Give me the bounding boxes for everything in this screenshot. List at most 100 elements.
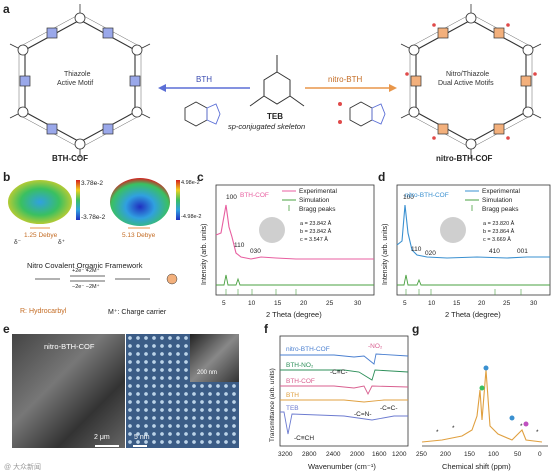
nitro-bth-unit-markers	[410, 27, 532, 135]
svg-text:5: 5	[403, 300, 407, 307]
svg-text:nitro-BTH-COF: nitro-BTH-COF	[286, 346, 330, 353]
svg-text:-NO₂: -NO₂	[368, 343, 383, 350]
bth-molecule	[184, 101, 221, 127]
esp-colorbar-right	[176, 180, 180, 220]
panel-label-a: a	[3, 2, 10, 16]
dipole-left: 1.25 Debye	[24, 232, 58, 239]
xtick: 15	[274, 300, 282, 307]
scale-bar-left	[95, 445, 119, 447]
sem-image	[12, 334, 125, 448]
xtick: 25	[326, 300, 334, 307]
peak-label: 410	[489, 248, 500, 255]
svg-text:1200: 1200	[392, 451, 407, 458]
panel-g-nmr-chart: ** ** 250 200 150 100 50 0 Chemical shif…	[416, 365, 548, 471]
esp-left-max: 3.78e-2	[81, 180, 104, 187]
svg-text:10: 10	[428, 300, 436, 307]
experimental-curve	[215, 204, 374, 260]
cell-parameters: a = 23.842 Å b = 23.842 Å c = 3.547 Å	[300, 220, 332, 243]
ftir-curves	[280, 353, 409, 435]
delta-plus: δ⁺	[58, 239, 66, 246]
x-ticks: 5 10 15 20 25 30	[403, 300, 538, 307]
teb-label: TEB	[267, 112, 283, 121]
svg-text:3200: 3200	[278, 451, 293, 458]
bth-cof-title: BTH-COF	[52, 154, 88, 163]
svg-text:BTH-COF: BTH-COF	[286, 378, 315, 385]
svg-text:-C≡CH: -C≡CH	[294, 435, 314, 442]
panel-label-c: c	[197, 170, 204, 184]
panel-c-xrd-chart: 5 10 15 20 25 30 100 110 030 2 Theta (de…	[201, 184, 375, 319]
panel-label-f: f	[264, 322, 268, 336]
svg-text:Experimental: Experimental	[482, 188, 520, 195]
arrow-to-nitro-bth-cof	[305, 84, 397, 92]
svg-text:2400: 2400	[326, 451, 341, 458]
scale-label-right: 5 nm	[134, 434, 150, 441]
cell-parameters: a = 23.820 Å b = 23.864 Å c = 3.669 Å	[483, 220, 515, 243]
watermark: @ 大众新闻	[4, 464, 42, 471]
panel-label-b: b	[3, 170, 11, 184]
panel-f-ftir-chart: nitro-BTH-COF BTH-NO₂ BTH-COF BTH TEB -N…	[269, 335, 409, 471]
svg-text:15: 15	[453, 300, 461, 307]
bth-motif-line2: Active Motif	[57, 80, 94, 87]
peak-label: 100	[226, 194, 237, 201]
arrow-right-label: nitro-BTH	[328, 75, 363, 84]
structure-inset	[440, 217, 466, 243]
x-axis-label: 2 Theta (degree)	[445, 310, 501, 319]
peak-label: 100	[403, 194, 414, 201]
xtick: 10	[248, 300, 256, 307]
bth-motif-line1: Thiazole	[64, 71, 91, 78]
svg-text:25: 25	[503, 300, 511, 307]
svg-text:-C=N-: -C=N-	[354, 411, 372, 418]
esp-colorbar-left	[76, 180, 80, 220]
delta-minus: δ⁻	[14, 239, 22, 246]
teb-subtitle: sp-conjugated skeleton	[228, 122, 306, 131]
bragg-peaks	[405, 289, 522, 295]
legend-entry: Simulation	[299, 197, 330, 204]
x-ticks: 250 200 150 100 50 0	[416, 451, 542, 458]
legend-entry: Experimental	[299, 188, 337, 195]
svg-text:0: 0	[538, 451, 542, 458]
svg-text:*: *	[536, 429, 539, 436]
y-axis-label: Intensity (arb. units)	[201, 224, 208, 285]
legend-entry: Bragg peaks	[299, 206, 336, 213]
x-axis-label: 2 Theta (degree)	[266, 310, 322, 319]
svg-text:Bragg peaks: Bragg peaks	[482, 206, 519, 213]
svg-text:a = 23.820 Å: a = 23.820 Å	[483, 220, 515, 227]
esp-right-min: -4.98e-2	[181, 214, 202, 220]
simulation-curve	[216, 274, 374, 286]
svg-text:BTH-NO₂: BTH-NO₂	[286, 362, 314, 369]
svg-text:b = 23.864 Å: b = 23.864 Å	[483, 228, 515, 235]
svg-text:150: 150	[464, 451, 475, 458]
svg-text:-C≡C-: -C≡C-	[330, 369, 348, 376]
peak-label: 020	[425, 250, 436, 257]
xtick: 20	[300, 300, 308, 307]
x-ticks: 3200 2800 2400 2000 1600 1200	[278, 451, 407, 458]
scale-label-left: 2 μm	[94, 434, 110, 441]
panel-label-d: d	[378, 170, 386, 184]
scale-bar-right	[133, 445, 147, 447]
nitro-motif-line1: Nitro/Thiazole	[446, 71, 490, 78]
plot-frame	[279, 335, 409, 447]
legend-m: M⁺: Charge carrier	[108, 309, 167, 316]
legend-r: R: Hydrocarbyl	[20, 308, 67, 315]
panel-label-g: g	[412, 322, 420, 336]
esp-left-min: -3.78e-2	[81, 214, 106, 221]
series-labels: nitro-BTH-COF BTH-NO₂ BTH-COF BTH TEB	[286, 346, 330, 412]
annotations: -NO₂ -C≡C- -C=N- -C=C- -C≡CH	[294, 343, 398, 442]
panel-a-schematic	[9, 4, 542, 158]
panel-b-esp	[8, 178, 180, 285]
peak-label: 001	[517, 248, 528, 255]
carbon-site-markers	[479, 365, 529, 427]
svg-text:-C=C-: -C=C-	[380, 405, 398, 412]
esp-right-max: 4.98e-2	[181, 180, 200, 186]
svg-text:30: 30	[530, 300, 538, 307]
svg-text:1600: 1600	[372, 451, 387, 458]
reaction-reverse: −2e⁻ −2M⁺	[72, 284, 100, 290]
x-axis-label: Wavenumber (cm⁻¹)	[308, 462, 376, 471]
svg-text:20: 20	[478, 300, 486, 307]
nmr-spectrum	[421, 369, 543, 443]
svg-text:*: *	[436, 429, 439, 436]
svg-text:2000: 2000	[350, 451, 365, 458]
sample-label: nitro-BTH-COF	[405, 192, 449, 199]
reaction-forward: +2e⁻ +2M⁺	[72, 268, 100, 274]
sample-label: BTH-COF	[240, 192, 269, 199]
